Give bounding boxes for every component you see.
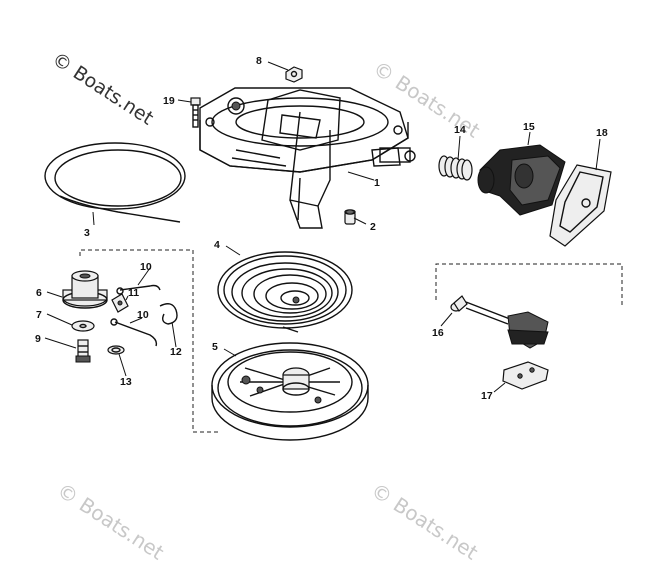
lever-rod[interactable] <box>450 295 549 349</box>
callout-2: 2 <box>370 221 376 233</box>
handle-assembly-group <box>435 263 623 306</box>
starter-rope[interactable] <box>44 142 186 223</box>
leader-lines <box>44 61 601 393</box>
callout-12: 12 <box>170 346 182 358</box>
washer[interactable] <box>71 320 95 332</box>
link-lower[interactable] <box>110 318 158 347</box>
callout-3: 3 <box>84 227 90 239</box>
callout-13: 13 <box>120 376 132 388</box>
handle-spring[interactable] <box>438 155 473 181</box>
callout-10-upper: 10 <box>140 261 152 273</box>
callout-6: 6 <box>36 287 42 299</box>
lever-clip[interactable] <box>502 361 549 390</box>
pulley-assembly-group <box>79 249 220 433</box>
callout-4: 4 <box>214 239 220 251</box>
pawl-hub[interactable] <box>62 270 108 309</box>
starter-handle[interactable] <box>477 144 566 216</box>
callout-15: 15 <box>523 121 535 133</box>
callout-8: 8 <box>256 55 262 67</box>
pawl-spring[interactable] <box>159 303 178 325</box>
callout-14: 14 <box>454 124 466 136</box>
callout-18: 18 <box>596 127 608 139</box>
rope-pulley[interactable] <box>211 342 369 441</box>
callout-1: 1 <box>374 177 380 189</box>
handle-plate[interactable] <box>549 164 612 247</box>
callout-9: 9 <box>35 333 41 345</box>
recoil-spring[interactable] <box>217 251 353 333</box>
screw[interactable] <box>75 339 91 363</box>
callout-5: 5 <box>212 341 218 353</box>
callout-11: 11 <box>128 287 139 299</box>
callout-17: 17 <box>481 390 493 402</box>
housing-bolt[interactable] <box>190 97 201 128</box>
starter-housing[interactable] <box>199 87 416 229</box>
parts-diagram: 1 2 3 4 5 6 7 8 9 10 10 11 12 13 14 15 1… <box>35 55 623 441</box>
link-upper[interactable] <box>116 284 161 295</box>
pawl[interactable] <box>111 293 129 313</box>
callout-10-lower: 10 <box>137 309 149 321</box>
retaining-ring[interactable] <box>107 345 125 355</box>
callout-19: 19 <box>163 95 175 107</box>
callout-7: 7 <box>36 309 42 321</box>
callout-16: 16 <box>432 327 444 339</box>
pin[interactable] <box>344 209 356 225</box>
nut[interactable] <box>285 66 303 83</box>
